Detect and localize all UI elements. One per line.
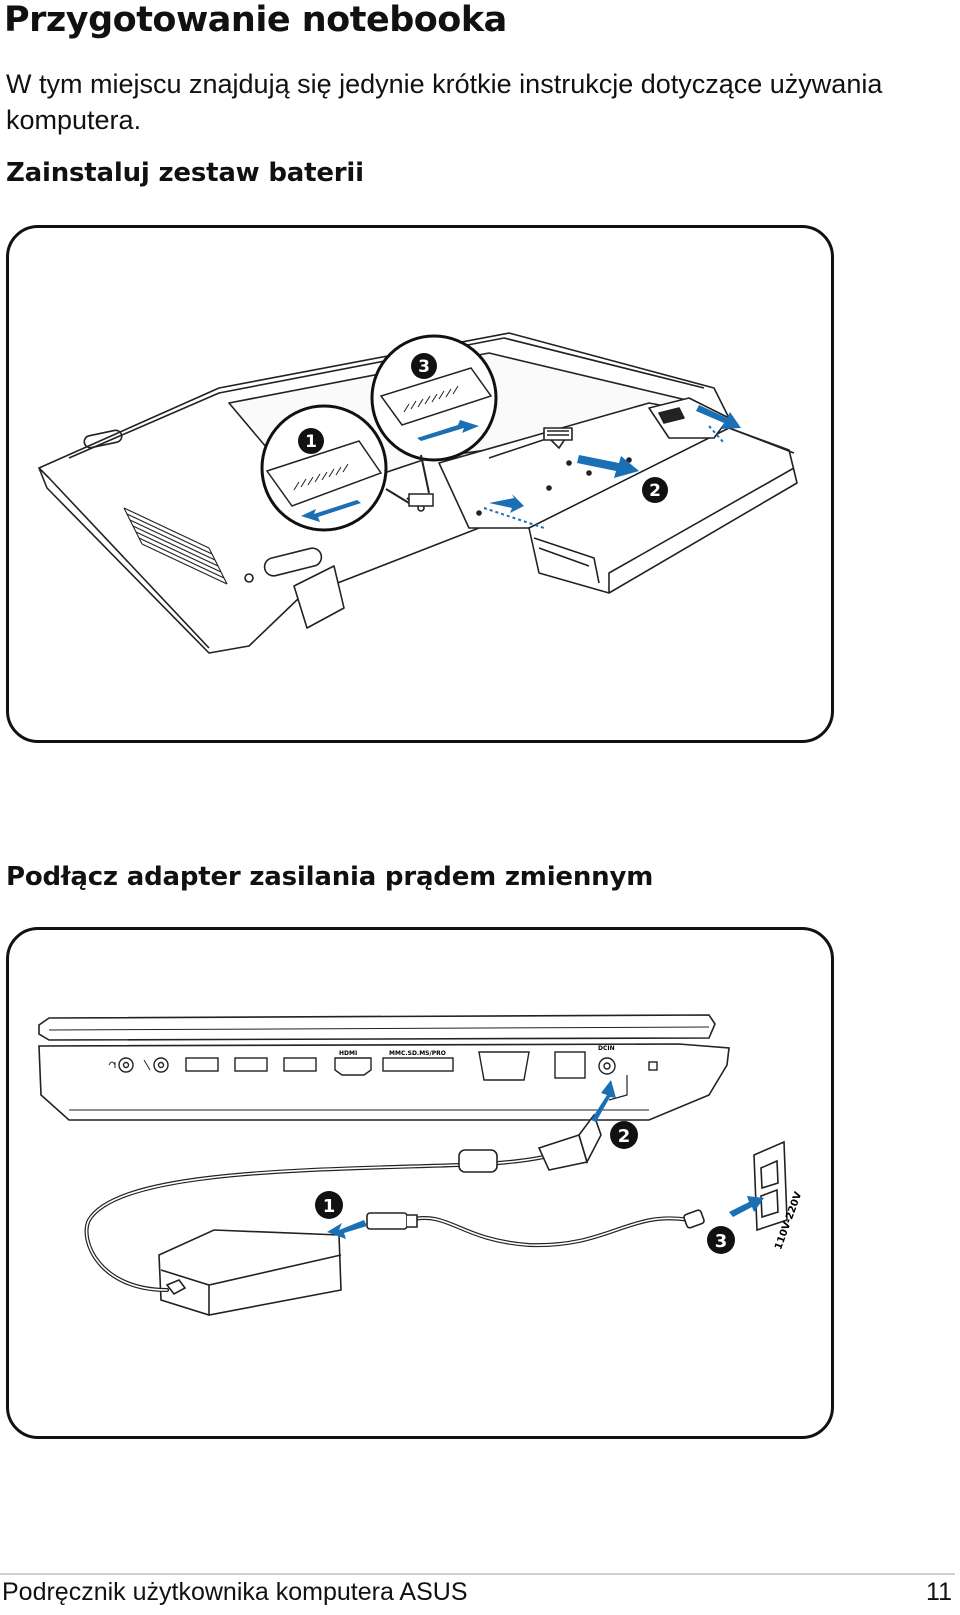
page-title: Przygotowanie notebooka [4,0,507,40]
inset-unlock-detail [260,404,434,532]
wall-outlet [753,1140,788,1232]
adapter-connect-illustration: HDMI MMC.SD.MS/PRO DCIN [38,1014,804,1316]
svg-text:2: 2 [618,1126,631,1147]
svg-text:2: 2 [649,481,661,501]
card-reader-label: MMC.SD.MS/PRO [389,1050,446,1057]
dcin-label: DCIN [598,1045,615,1052]
cable-connectors [366,1113,705,1230]
svg-text:3: 3 [715,1231,728,1252]
footer-divider [0,1573,955,1575]
battery-section-heading: Zainstaluj zestaw baterii [6,158,364,188]
side-ports [118,1051,658,1081]
adapter-section-heading: Podłącz adapter zasilania prądem zmienny… [6,862,654,892]
step-badge-3: 3 [411,353,437,379]
svg-text:3: 3 [418,357,430,377]
adapter-step-badge-1: 1 [315,1191,343,1219]
power-adapter-drawing [158,1229,342,1316]
inset-lock-detail [370,334,498,494]
step-badge-1: 1 [298,428,324,454]
adapter-arrows [327,1080,764,1239]
svg-text:1: 1 [305,432,317,452]
intro-text: W tym miejscu znajdują się jedynie krótk… [6,69,883,135]
battery-install-illustration: 1 2 3 [38,332,798,654]
battery-install-figure: 1 2 3 [6,225,834,743]
adapter-connect-figure: HDMI MMC.SD.MS/PRO DCIN [6,927,834,1439]
adapter-step-badge-3: 3 [707,1226,735,1254]
battery-arrows [489,405,741,513]
adapter-step-badge-2: 2 [610,1121,638,1149]
hdmi-label: HDMI [339,1050,357,1057]
svg-text:1: 1 [323,1196,336,1217]
footer-text: Podręcznik użytkownika komputera ASUS [2,1578,468,1606]
step-badge-2: 2 [642,477,668,503]
page-number: 11 [926,1578,952,1606]
